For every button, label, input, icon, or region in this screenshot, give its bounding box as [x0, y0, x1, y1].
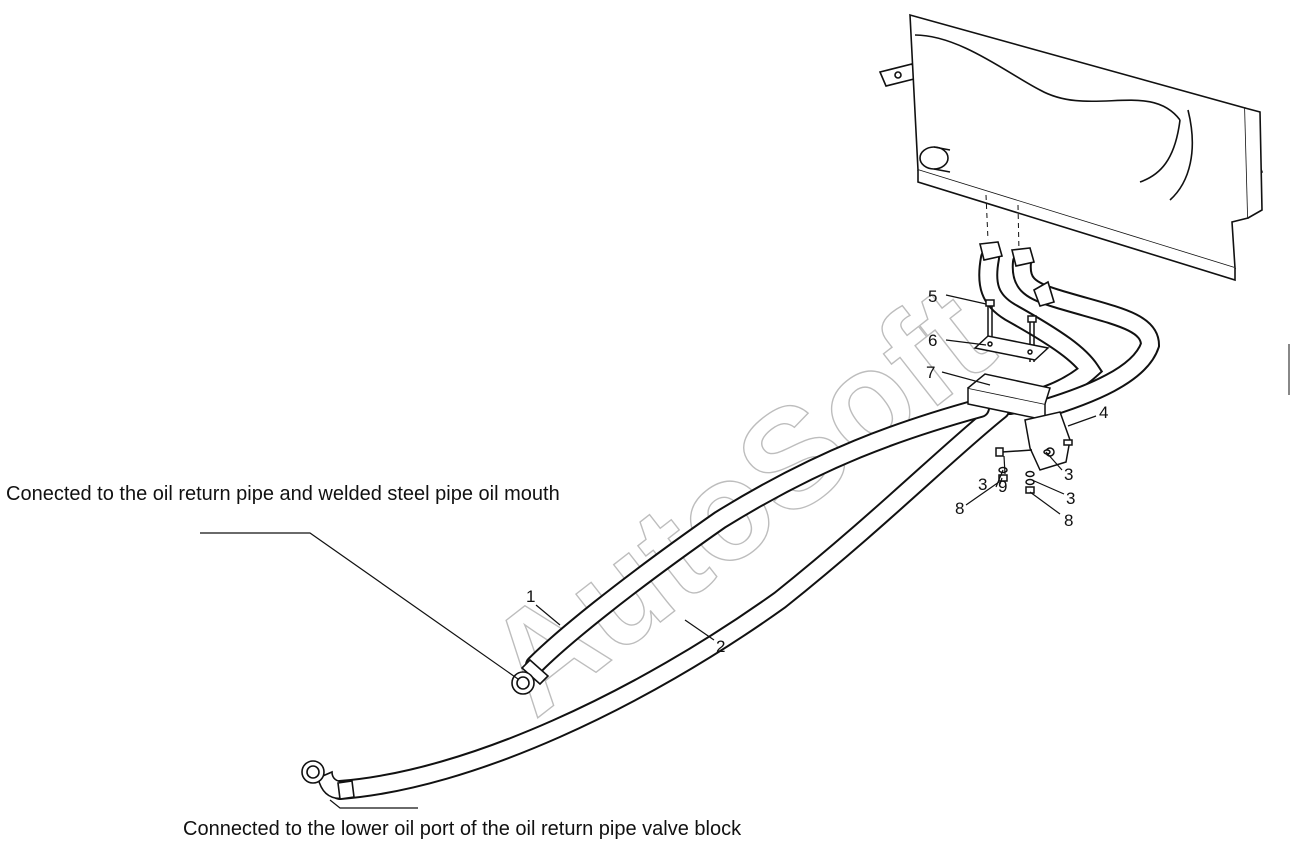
callout-4: 4	[1099, 403, 1108, 422]
radiator-cooler	[878, 13, 1264, 282]
callout-labels: 5 6 7 4 3 3 9 3 8 8 1 2	[526, 287, 1108, 656]
callout-3b: 3	[1066, 489, 1075, 508]
hose-1-end-fitting	[511, 658, 550, 695]
note-lower: Connected to the lower oil port of the o…	[183, 818, 742, 840]
leader-lines	[200, 294, 1097, 809]
callout-8a: 8	[955, 499, 964, 518]
hose-2	[330, 400, 1010, 800]
callout-8b: 8	[1064, 511, 1073, 530]
centerlines	[985, 194, 1290, 395]
callout-3c: 3	[1064, 465, 1073, 484]
callout-6: 6	[928, 331, 937, 350]
callout-3a: 3	[978, 475, 987, 494]
callout-5: 5	[928, 287, 937, 306]
callout-1: 1	[526, 587, 535, 606]
hose-1	[525, 398, 990, 675]
callout-2: 2	[716, 637, 725, 656]
radiator-hoses	[978, 241, 1161, 420]
callout-7: 7	[926, 363, 935, 382]
note-upper: Conected to the oil return pipe and weld…	[6, 483, 560, 505]
hose-2-elbow-fitting	[301, 760, 355, 800]
clamp-assembly	[967, 299, 1073, 494]
callout-9: 9	[998, 477, 1007, 496]
